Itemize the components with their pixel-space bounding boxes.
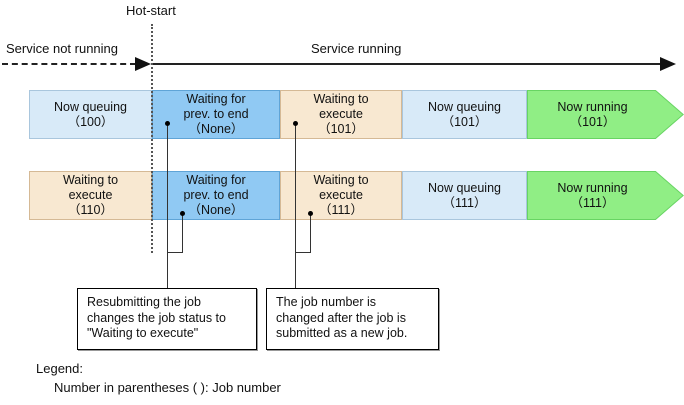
timeline-row-job-110: Waiting to execute （110） Waiting for pre… [0, 171, 684, 220]
segment-job-number: （None） [188, 122, 244, 136]
callout-resubmit-note: Resubmitting the job changes the job sta… [77, 288, 257, 350]
callout-text-line: "Waiting to execute" [87, 326, 199, 340]
segment-status-text: execute [319, 107, 363, 121]
callout-text-line: changed after the job is [276, 310, 406, 325]
segment-status-text: Now running [557, 180, 628, 195]
callout-connector-line [182, 213, 183, 253]
segment-job-number: （101） [569, 114, 616, 129]
green-arrow-shape [527, 90, 684, 139]
segment-waiting-execute-111: Waiting to execute （111） [280, 171, 402, 220]
segment-job-number: （111） [570, 195, 615, 210]
segment-status-text: Waiting for [186, 173, 246, 187]
segment-job-number: （110） [68, 203, 113, 217]
legend-entry: Number in parentheses ( ): Job number [54, 380, 281, 395]
timeline-row-job-100: Now queuing （100） Waiting for prev. to e… [0, 90, 684, 139]
callout-connector-line [167, 252, 183, 253]
segment-waiting-prev-end-row1: Waiting for prev. to end （None） [152, 90, 280, 139]
green-arrow-shape [527, 171, 684, 220]
service-running-label: Service running [311, 41, 402, 56]
callout-connector-line [295, 123, 296, 289]
segment-job-number: （111） [318, 203, 363, 217]
segment-now-running-101: Now running （101） [527, 90, 684, 139]
callout-text-line: Resubmitting the job [87, 295, 201, 309]
segment-status-text: prev. to end [183, 107, 249, 121]
segment-status-text: Waiting to [62, 173, 119, 187]
segment-waiting-execute-110: Waiting to execute （110） [29, 171, 152, 220]
callout-text-line: submitted as a new job. [276, 326, 408, 340]
callout-connector-line [295, 252, 311, 253]
callout-text-line: changes the job status to [87, 310, 226, 325]
segment-waiting-execute-101: Waiting to execute （101） [280, 90, 402, 139]
segment-waiting-prev-end-row2: Waiting for prev. to end （None） [152, 171, 280, 220]
segment-status-text: Waiting to [313, 92, 369, 106]
segment-job-number: （101） [441, 114, 488, 129]
segment-status-text: Now queuing [428, 180, 501, 195]
segment-now-queuing-100: Now queuing （100） [29, 90, 152, 139]
callout-job-number-note: The job number is changed after the job … [266, 288, 439, 350]
legend-title: Legend: [36, 361, 83, 376]
segment-job-number: （None） [188, 203, 244, 217]
segment-now-queuing-111: Now queuing （111） [402, 171, 527, 220]
arrowhead-icon [660, 57, 676, 71]
segment-status-text: execute [68, 188, 113, 202]
segment-status-text: Waiting to [313, 173, 369, 187]
callout-anchor-dot [165, 121, 170, 126]
service-not-running-arrow-line [2, 63, 136, 65]
segment-status-text: prev. to end [183, 188, 249, 202]
segment-job-number: （111） [442, 195, 487, 210]
hot-start-label: Hot-start [126, 3, 176, 18]
callout-text-line: The job number is [276, 295, 377, 309]
callout-anchor-dot [293, 121, 298, 126]
segment-status-text: execute [319, 188, 363, 202]
segment-job-number: （101） [318, 122, 364, 136]
segment-status-text: Now queuing [54, 99, 127, 114]
callout-anchor-dot [180, 211, 185, 216]
segment-now-running-111: Now running （111） [527, 171, 684, 220]
hot-start-dotted-line [151, 24, 153, 253]
callout-anchor-dot [308, 211, 313, 216]
segment-status-text: Waiting for [186, 92, 246, 106]
segment-now-queuing-101: Now queuing （101） [402, 90, 527, 139]
arrowhead-icon [135, 57, 151, 71]
callout-connector-line [167, 123, 168, 289]
segment-status-text: Now queuing [428, 99, 501, 114]
segment-job-number: （100） [67, 114, 114, 129]
service-not-running-label: Service not running [6, 41, 119, 56]
callout-connector-line [310, 213, 311, 253]
service-running-arrow-line [152, 63, 661, 65]
segment-status-text: Now running [557, 99, 628, 114]
